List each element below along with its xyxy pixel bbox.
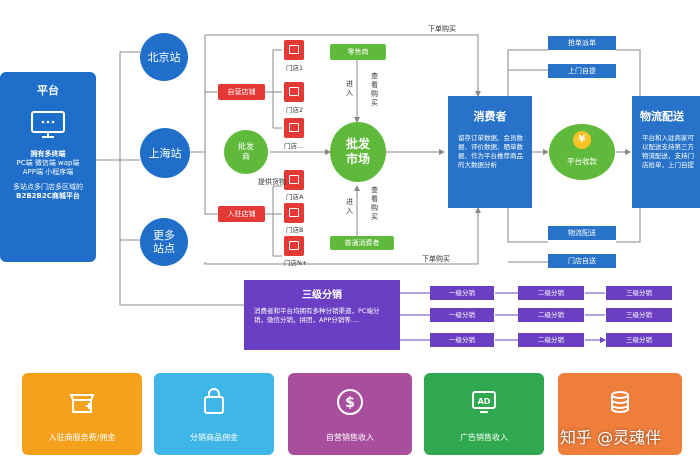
revenue-label: 广告销售收入 bbox=[460, 433, 508, 442]
monitor-icon bbox=[31, 111, 65, 138]
store-icon[interactable] bbox=[284, 118, 304, 138]
yen-coin-icon: ¥ bbox=[573, 131, 591, 149]
joined-store-box[interactable]: 入驻店铺 bbox=[218, 206, 265, 222]
store-label: 门店2 bbox=[286, 106, 304, 114]
store-icon[interactable] bbox=[284, 236, 304, 256]
store-label: 门店B bbox=[286, 226, 304, 234]
level1-box[interactable]: 一级分销 bbox=[430, 333, 494, 347]
store-label: 门店N+ bbox=[284, 259, 308, 267]
enter-label: 进入 bbox=[346, 80, 353, 97]
platform-line: 多站点多门店多区域的 bbox=[13, 183, 83, 191]
order-bottom-label: 下单购买 bbox=[422, 255, 450, 263]
distribution-desc: 消费者和平台均拥有多种分销渠道，PC端分销，微信分销，拼团，APP分销等.... bbox=[254, 307, 380, 324]
platform-card: 平台 拥有多终端 PC端 微信端 wap端 APP端 小程序端 多站点多门店多区… bbox=[0, 72, 96, 262]
revenue-card[interactable]: $ 自营销售收入 bbox=[288, 373, 412, 455]
retailer-box[interactable]: 零售商 bbox=[330, 44, 386, 60]
level2-box[interactable]: 二级分销 bbox=[518, 308, 584, 322]
wholesale-market[interactable]: 批发 市场 bbox=[330, 122, 386, 182]
consumer-box[interactable]: 消费者 留存订单数据、会员数据、评价数据、晒单数据、作为平台推荐商品的大数据分析 bbox=[448, 96, 532, 208]
station-beijing[interactable]: 北京站 bbox=[140, 33, 188, 81]
store-icon[interactable] bbox=[284, 40, 304, 60]
revenue-label: 入驻商服务费/佣金 bbox=[48, 433, 116, 442]
level3-box[interactable]: 三级分销 bbox=[606, 308, 672, 322]
view-buy-label: 查看购买 bbox=[371, 72, 378, 107]
revenue-card[interactable]: 分销商品佣金 bbox=[154, 373, 274, 455]
pickup-box[interactable]: 上门自提 bbox=[548, 64, 616, 78]
platform-line: PC端 微信端 wap端 bbox=[16, 159, 80, 167]
payment-circle[interactable]: ¥ 平台收款 bbox=[549, 124, 615, 180]
store-icon[interactable] bbox=[284, 170, 304, 190]
station-shanghai[interactable]: 上海站 bbox=[140, 128, 190, 178]
logistics-box[interactable]: 物流配送 平台和入驻商家可以配送支持第三方物流配送，支持门店抢单，上门自提 bbox=[632, 96, 700, 208]
store-label: 门店1 bbox=[286, 64, 304, 72]
payment-label: 平台收款 bbox=[567, 157, 597, 166]
platform-line: 拥有多终端 bbox=[30, 150, 66, 158]
coin-stack-icon bbox=[611, 391, 629, 413]
platform-title: 平台 bbox=[37, 84, 59, 97]
revenue-card[interactable]: 入驻商服务费/佣金 bbox=[22, 373, 142, 455]
dollar-coin-icon: $ bbox=[337, 389, 363, 415]
watermark: 知乎 @灵魂伴 bbox=[560, 428, 662, 447]
revenue-card[interactable]: AD 广告销售收入 bbox=[424, 373, 544, 455]
platform-line: B2B2B2C商城平台 bbox=[16, 192, 80, 200]
level1-box[interactable]: 一级分销 bbox=[430, 286, 494, 300]
consumer-desc: 留存订单数据、会员数据、评价数据、晒单数据、作为平台推荐商品的大数据分析 bbox=[458, 134, 523, 169]
store-delivery-box[interactable]: 门店自送 bbox=[548, 254, 616, 268]
svg-text:AD: AD bbox=[478, 397, 491, 406]
distribution-box[interactable]: 三级分销 消费者和平台均拥有多种分销渠道，PC端分销，微信分销，拼团，APP分销… bbox=[244, 280, 400, 350]
store-label: 门店A bbox=[286, 193, 304, 201]
consumer-title: 消费者 bbox=[473, 110, 507, 123]
logistics-desc: 平台和入驻商家可以配送支持第三方物流配送，支持门店抢单，上门自提 bbox=[642, 134, 694, 169]
level1-box[interactable]: 一级分销 bbox=[430, 308, 494, 322]
supply-label: 提供货物 bbox=[258, 178, 286, 186]
svg-text:$: $ bbox=[345, 395, 355, 411]
distribution-title: 三级分销 bbox=[302, 290, 342, 301]
store-icon[interactable] bbox=[284, 203, 304, 223]
logistics-title: 物流配送 bbox=[640, 110, 684, 123]
ad-screen-icon: AD bbox=[472, 391, 496, 413]
shopping-bag-icon bbox=[204, 388, 224, 414]
enter-label: 进入 bbox=[346, 198, 353, 215]
platform-line: APP端 小程序端 bbox=[22, 168, 74, 176]
revenue-label: 自营销售收入 bbox=[326, 433, 374, 442]
logistics-delivery-box[interactable]: 物流配送 bbox=[548, 226, 616, 240]
store-icon[interactable] bbox=[284, 82, 304, 102]
store-label: 门店... bbox=[284, 142, 304, 150]
level2-box[interactable]: 二级分销 bbox=[518, 333, 584, 347]
ordinary-consumer-box[interactable]: 普通消费者 bbox=[330, 236, 394, 250]
wholesaler-circle[interactable]: 批发 商 bbox=[224, 130, 268, 174]
level3-box[interactable]: 三级分销 bbox=[606, 286, 672, 300]
level3-box[interactable]: 三级分销 bbox=[606, 333, 672, 347]
view-buy-label: 查看购买 bbox=[371, 186, 378, 221]
storefront-icon bbox=[69, 394, 95, 413]
station-more[interactable]: 更多 站点 bbox=[140, 218, 188, 266]
revenue-card[interactable] bbox=[558, 373, 682, 455]
order-top-label: 下单购买 bbox=[428, 25, 456, 33]
self-store-box[interactable]: 自营店铺 bbox=[218, 84, 265, 100]
level2-box[interactable]: 二级分销 bbox=[518, 286, 584, 300]
revenue-label: 分销商品佣金 bbox=[190, 433, 238, 442]
grab-order-box[interactable]: 抢单派单 bbox=[548, 36, 616, 50]
